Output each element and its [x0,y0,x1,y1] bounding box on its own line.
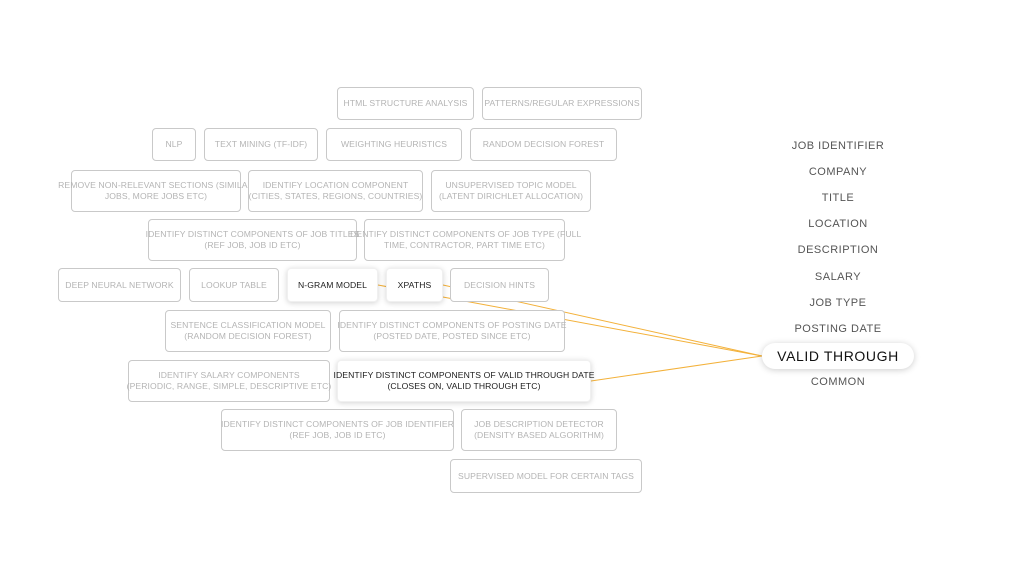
field-valid-through[interactable]: VALID THROUGH [762,343,914,369]
technique-job-identifier: IDENTIFY DISTINCT COMPONENTS OF JOB IDEN… [221,409,454,451]
technique-label-line: IDENTIFY SALARY COMPONENTS [158,370,300,380]
technique-location-component: IDENTIFY LOCATION COMPONENT(CITIES, STAT… [248,170,423,212]
field-location[interactable]: LOCATION [808,218,868,230]
technique-label-line: IDENTIFY DISTINCT COMPONENTS OF VALID TH… [333,370,595,380]
technique-label-line: (CLOSES ON, VALID THROUGH ETC) [387,381,541,391]
technique-salary-components: IDENTIFY SALARY COMPONENTS(PERIODIC, RAN… [126,360,332,402]
technique-label-line: (DENSITY BASED ALGORITHM) [474,430,604,440]
technique-label-line: PATTERNS/REGULAR EXPRESSIONS [484,98,640,108]
technique-job-type: IDENTIFY DISTINCT COMPONENTS OF JOB TYPE… [348,219,581,261]
technique-label-line: SENTENCE CLASSIFICATION MODEL [170,320,326,330]
technique-weighting-heuristics: WEIGHTING HEURISTICS [326,128,462,161]
technique-job-description-detector: JOB DESCRIPTION DETECTOR(DENSITY BASED A… [461,409,617,451]
field-job-type[interactable]: JOB TYPE [809,297,867,309]
technique-label-line: IDENTIFY DISTINCT COMPONENTS OF JOB TYPE… [347,229,582,239]
technique-label-line: DECISION HINTS [463,279,536,290]
technique-label-line: (CITIES, STATES, REGIONS, COUNTRIES) [248,191,423,201]
technique-label-line: XPATHS [397,279,432,290]
technique-label-line: (RANDOM DECISION FOREST) [184,331,312,341]
technique-label-line: WEIGHTING HEURISTICS [340,139,448,149]
field-common[interactable]: COMMON [810,376,866,388]
technique-label-line: JOBS, MORE JOBS ETC) [104,191,208,201]
technique-xpaths: XPATHS [386,268,443,302]
technique-label-line: RANDOM DECISION FOREST [482,139,605,149]
field-description[interactable]: DESCRIPTION [797,244,879,256]
field-salary[interactable]: SALARY [814,271,862,283]
technique-supervised-model: SUPERVISED MODEL FOR CERTAIN TAGS [450,459,642,493]
technique-label-line: IDENTIFY DISTINCT COMPONENTS OF JOB IDEN… [221,419,454,429]
technique-decision-hints: DECISION HINTS [450,268,549,302]
technique-label-line: (REF JOB, JOB ID ETC) [204,240,301,250]
technique-label-line: (POSTED DATE, POSTED SINCE ETC) [373,331,531,341]
field-job-identifier[interactable]: JOB IDENTIFIER [791,140,885,152]
field-title[interactable]: TITLE [821,192,855,204]
technique-nlp: NLP [152,128,196,161]
technique-sentence-classification: SENTENCE CLASSIFICATION MODEL(RANDOM DEC… [165,310,331,352]
technique-label-line: HTML STRUCTURE ANALYSIS [343,98,468,108]
technique-label-line: DEEP NEURAL NETWORK [65,279,174,290]
technique-deep-neural-network: DEEP NEURAL NETWORK [58,268,181,302]
field-posting-date[interactable]: POSTING DATE [794,323,882,335]
technique-label-line: NLP [165,139,183,149]
technique-text-mining: TEXT MINING (TF-IDF) [204,128,318,161]
technique-label-line: TEXT MINING (TF-IDF) [214,139,308,149]
technique-job-titles: IDENTIFY DISTINCT COMPONENTS OF JOB TITL… [145,219,360,261]
technique-topic-model: UNSUPERVISED TOPIC MODEL(LATENT DIRICHLE… [431,170,591,212]
technique-valid-through-date: IDENTIFY DISTINCT COMPONENTS OF VALID TH… [333,360,594,402]
technique-label-line: IDENTIFY DISTINCT COMPONENTS OF JOB TITL… [145,229,360,239]
technique-label-line: (PERIODIC, RANGE, SIMPLE, DESCRIPTIVE ET… [126,381,332,391]
technique-lookup-table: LOOKUP TABLE [189,268,279,302]
technique-html-structure: HTML STRUCTURE ANALYSIS [337,87,474,120]
technique-label-line: (LATENT DIRICHLET ALLOCATION) [438,191,584,201]
technique-label-line: N-GRAM MODEL [298,279,367,290]
connector-valid-through-date [590,355,763,382]
technique-label-line: IDENTIFY DISTINCT COMPONENTS OF POSTING … [337,320,567,330]
technique-label-line: UNSUPERVISED TOPIC MODEL [445,180,577,190]
technique-posting-date: IDENTIFY DISTINCT COMPONENTS OF POSTING … [337,310,567,352]
technique-label-line: LOOKUP TABLE [201,279,267,290]
technique-random-decision-forest: RANDOM DECISION FOREST [470,128,617,161]
technique-label-line: SUPERVISED MODEL FOR CERTAIN TAGS [457,470,634,481]
technique-label-line: IDENTIFY LOCATION COMPONENT [262,180,409,190]
technique-label-line: JOB DESCRIPTION DETECTOR [474,419,604,429]
field-company[interactable]: COMPANY [808,166,868,178]
technique-label-line: TIME, CONTRACTOR, PART TIME ETC) [384,240,545,250]
technique-label-line: REMOVE NON-RELEVANT SECTIONS (SIMILAR [58,180,254,190]
technique-ngram-model: N-GRAM MODEL [287,268,378,302]
technique-patterns-regex: PATTERNS/REGULAR EXPRESSIONS [482,87,642,120]
technique-label-line: (REF JOB, JOB ID ETC) [289,430,386,440]
